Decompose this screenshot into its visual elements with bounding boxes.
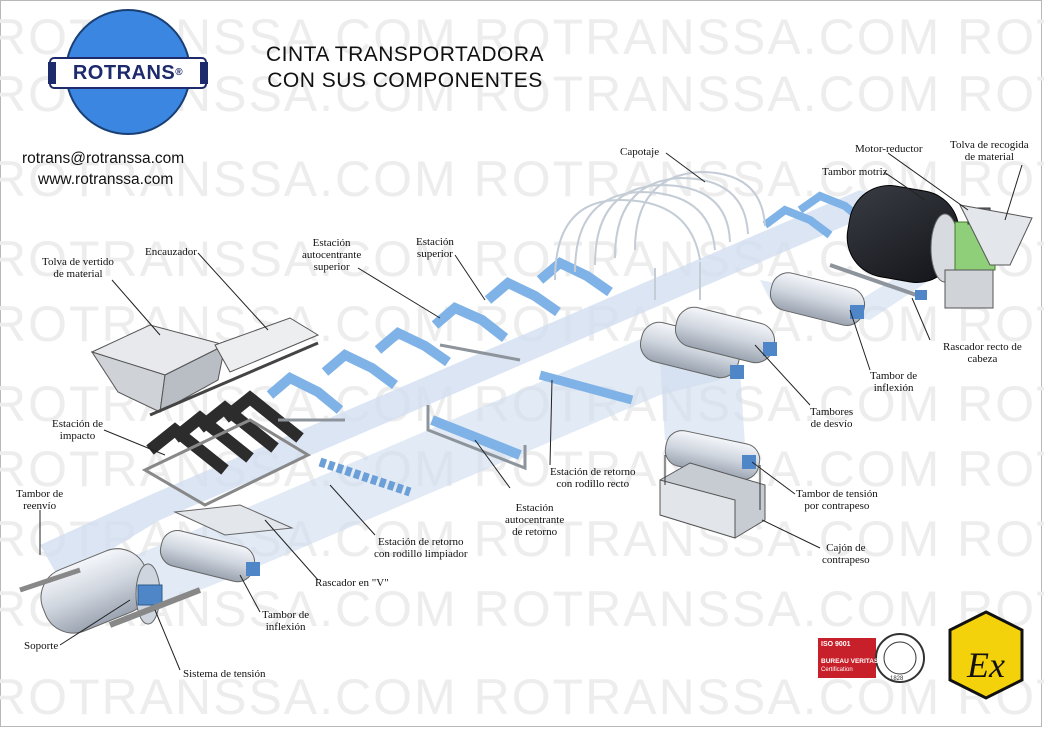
leader-lines xyxy=(39,152,1023,671)
label-line: superior xyxy=(416,248,453,260)
label-motor-reductor: Motor-reductor xyxy=(855,143,923,155)
label-line: Estación xyxy=(416,236,454,248)
title-line-1: CINTA TRANSPORTADORA xyxy=(266,43,544,66)
belt-cover xyxy=(554,170,766,300)
v-scraper xyxy=(173,504,294,536)
head-scraper xyxy=(829,263,927,300)
label-line: inflexión xyxy=(265,621,306,633)
label-encauzador: Encauzador xyxy=(145,246,197,258)
atex-ex-label: Ex xyxy=(967,645,1005,685)
label-soporte: Soporte xyxy=(24,640,59,652)
watermark-row: ROTRANSSA.COM ROTRANSSA.COM ROTRANS xyxy=(0,669,1044,725)
label-line: autocentrante xyxy=(505,514,565,526)
label-line: de material xyxy=(53,268,103,280)
label-estacion-autocentrante-superior: Estación autocentrante superior xyxy=(302,237,361,273)
page-title: CINTA TRANSPORTADORA CON SUS COMPONENTES xyxy=(230,42,580,94)
loading-hopper xyxy=(90,324,227,413)
iso-label: ISO 9001 xyxy=(821,641,851,648)
label-line: Tambor de xyxy=(262,609,310,621)
contact-web[interactable]: www.rotranssa.com xyxy=(38,171,174,188)
label-line: Estación de xyxy=(52,418,104,430)
label-rascador-v: Rascador en "V" xyxy=(315,577,389,589)
label-capotaje: Capotaje xyxy=(620,146,660,158)
label-tambor-inflexion-cola: Tambor de inflexión xyxy=(262,609,309,633)
label-tolva-recogida: Tolva de recogida de material xyxy=(950,139,1029,163)
label-tambor-inflexion-cabeza: Tambor de inflexión xyxy=(870,370,917,394)
return-stations xyxy=(318,370,634,497)
label-line: Tambor de xyxy=(870,370,918,382)
label-estacion-impacto: Estación de impacto xyxy=(52,418,103,442)
label-tambor-reenvio: Tambor de reenvío xyxy=(16,488,63,512)
label-line: Estación xyxy=(312,237,351,249)
logo-registered: ® xyxy=(175,67,184,78)
label-line: de retorno xyxy=(512,526,558,538)
label-line: con rodillo limpiador xyxy=(374,548,468,560)
label-line: reenvío xyxy=(23,500,57,512)
label-cajon-contrapeso: Cajón de contrapeso xyxy=(822,542,870,566)
label-retorno-rodillo-limpiador: Estación de retorno con rodillo limpiado… xyxy=(374,536,467,560)
snub-pulleys xyxy=(639,306,777,379)
label-line: Estación de retorno xyxy=(550,466,636,478)
label-line: contrapeso xyxy=(822,554,870,566)
contact-email[interactable]: rotrans@rotranssa.com xyxy=(22,150,185,167)
label-line: Cajón de xyxy=(826,542,866,554)
label-tambores-desvio: Tambores de desvío xyxy=(810,406,853,430)
tail-bend-pulley xyxy=(159,530,260,583)
rotrans-logo-graphic xyxy=(48,9,208,135)
head-bend-pulley xyxy=(769,272,866,326)
atex-ex-icon xyxy=(948,610,1024,700)
label-sistema-tension: Sistema de tensión xyxy=(183,668,266,680)
title-line-2: CON SUS COMPONENTES xyxy=(267,69,543,92)
impact-stations xyxy=(141,390,312,507)
bureau-veritas-badge xyxy=(818,633,925,683)
rotrans-logo: ROTRANS® xyxy=(64,58,192,88)
label-autocentrante-retorno: Estación autocentrante de retorno xyxy=(505,502,564,538)
label-tambor-tension: Tambor de tensión por contrapeso xyxy=(796,488,878,512)
label-line: impacto xyxy=(59,430,96,442)
label-line: autocentrante xyxy=(302,249,362,261)
bv-seal-year: 1828 xyxy=(890,676,904,682)
label-line: Tambores xyxy=(810,406,854,418)
label-line: Tambor de xyxy=(16,488,64,500)
label-line: de material xyxy=(964,151,1014,163)
label-line: de desvío xyxy=(810,418,853,430)
bv-label: BUREAU VERITAS xyxy=(821,658,879,665)
label-line: inflexión xyxy=(873,382,914,394)
label-tambor-motriz: Tambor motriz xyxy=(822,166,888,178)
take-up xyxy=(659,430,766,539)
logo-brand: ROTRANS xyxy=(72,62,176,84)
discharge-hopper xyxy=(944,204,1033,309)
drive-pulley xyxy=(846,184,960,284)
label-line: por contrapeso xyxy=(804,500,870,512)
label-line: Tambor de tensión xyxy=(796,488,878,500)
label-line: cabeza xyxy=(967,353,998,365)
label-tolva-vertido: Tolva de vertido de material xyxy=(42,256,114,280)
label-rascador-cabeza: Rascador recto de cabeza xyxy=(943,341,1022,365)
label-line: Tolva de recogida xyxy=(950,139,1029,151)
label-line: Estación de retorno xyxy=(377,536,464,548)
bv-cert-label: Certification xyxy=(821,667,853,673)
label-line: Rascador recto de xyxy=(943,341,1022,353)
tail-pulley xyxy=(19,548,202,634)
label-line: con rodillo recto xyxy=(556,478,630,490)
label-line: Tolva de vertido xyxy=(42,256,114,268)
label-line: Estación xyxy=(515,502,554,514)
label-estacion-superior: Estación superior xyxy=(416,236,454,260)
label-retorno-rodillo-recto: Estación de retorno con rodillo recto xyxy=(550,466,636,490)
label-line: superior xyxy=(313,261,350,273)
